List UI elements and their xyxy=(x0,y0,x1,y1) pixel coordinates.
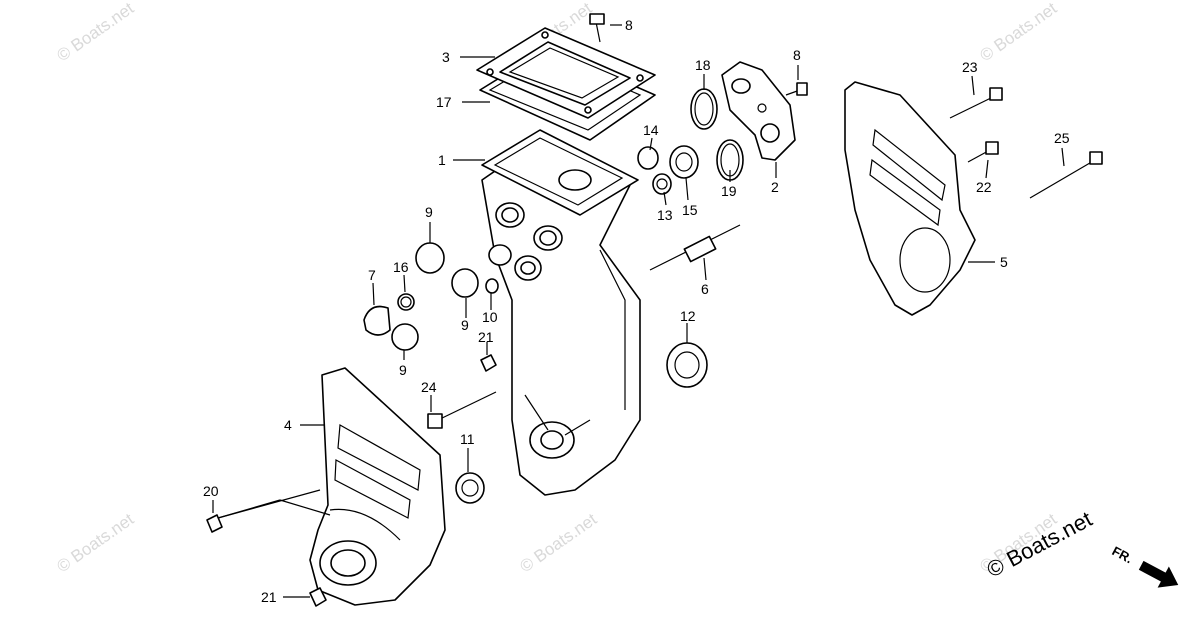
watermark-top-left: © Boats.net xyxy=(53,0,137,65)
callout-13: 13 xyxy=(657,207,673,223)
watermark-top-right: © Boats.net xyxy=(976,0,1060,65)
callout-3: 3 xyxy=(442,49,450,65)
callout-9-upper: 9 xyxy=(425,204,433,220)
part-5-cover xyxy=(844,81,976,316)
callout-10: 10 xyxy=(482,309,498,325)
part-1-case xyxy=(481,129,641,496)
callout-8-top: 8 xyxy=(625,17,633,33)
callout-16: 16 xyxy=(393,259,409,275)
part-3-cover xyxy=(476,27,656,119)
direction-label: FR. xyxy=(1110,543,1136,566)
callout-4: 4 xyxy=(284,417,292,433)
callout-9-lower: 9 xyxy=(399,362,407,378)
callout-19: 19 xyxy=(721,183,737,199)
callout-6: 6 xyxy=(701,281,709,297)
callout-1: 1 xyxy=(438,152,446,168)
callout-11: 11 xyxy=(460,431,475,447)
callout-25: 25 xyxy=(1054,130,1070,146)
watermark-bottom-left: © Boats.net xyxy=(53,509,137,576)
callout-8-right: 8 xyxy=(793,47,801,63)
seals-group xyxy=(363,88,744,504)
callout-20: 20 xyxy=(203,483,219,499)
callout-17: 17 xyxy=(436,94,452,110)
callout-21-upper: 21 xyxy=(478,329,494,345)
callout-9-middle: 9 xyxy=(461,317,469,333)
callout-2: 2 xyxy=(771,179,779,195)
watermark-bottom-center: © Boats.net xyxy=(516,509,600,576)
callout-22: 22 xyxy=(976,179,992,195)
callout-15: 15 xyxy=(682,202,698,218)
bolts-group xyxy=(206,13,1103,607)
callout-labels: 3 17 1 8 8 18 14 2 19 13 15 6 23 22 25 5… xyxy=(203,17,1070,605)
front-arrow-icon xyxy=(1138,560,1179,588)
callout-24: 24 xyxy=(421,379,437,395)
part-2-bracket xyxy=(721,61,796,161)
callout-14: 14 xyxy=(643,122,659,138)
callout-23: 23 xyxy=(962,59,978,75)
callout-7: 7 xyxy=(368,267,376,283)
front-direction-indicator: FR. xyxy=(1110,543,1179,588)
callout-12: 12 xyxy=(680,308,696,324)
callout-21-lower: 21 xyxy=(261,589,277,605)
callout-18: 18 xyxy=(695,57,711,73)
part-4-cover xyxy=(309,367,446,606)
callout-5: 5 xyxy=(1000,254,1008,270)
leader-lines xyxy=(212,24,1065,598)
